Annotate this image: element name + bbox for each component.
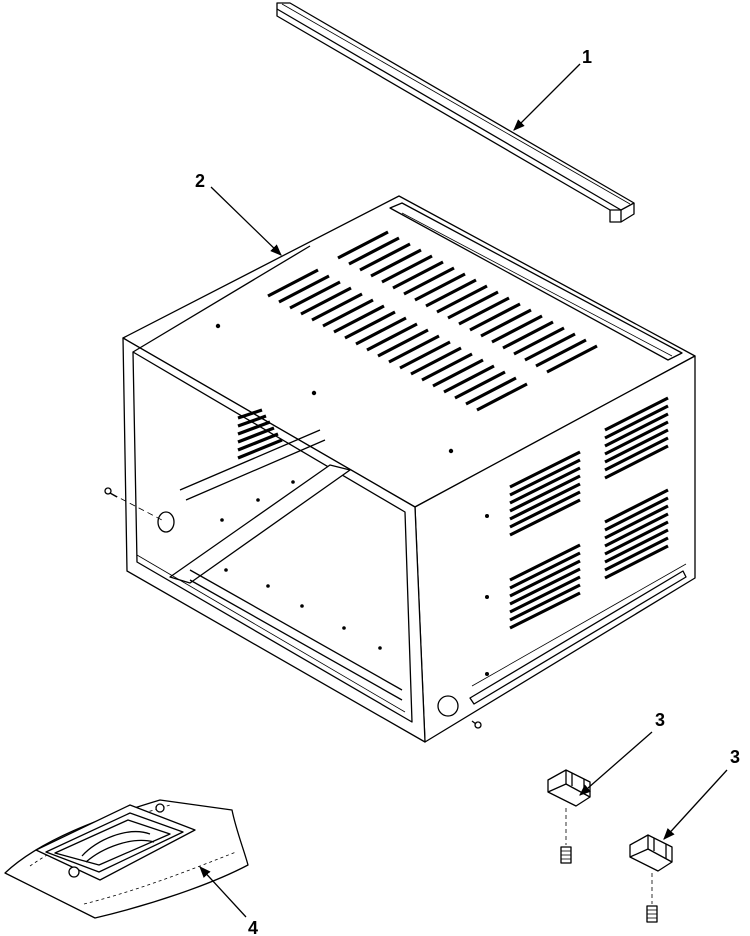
hardware-bag-part bbox=[4, 799, 249, 919]
bracket-part-a bbox=[547, 769, 591, 864]
inner-vents bbox=[237, 408, 283, 460]
cabinet-part bbox=[104, 195, 696, 743]
top-rail-part bbox=[276, 2, 635, 223]
screw-left bbox=[104, 487, 118, 498]
callout-4: 4 bbox=[248, 918, 258, 936]
callout-2: 2 bbox=[195, 171, 205, 191]
top-vents-right bbox=[337, 230, 598, 374]
bracket-part-b bbox=[629, 834, 673, 923]
side-vents-upper bbox=[509, 396, 669, 537]
leader-lines bbox=[199, 63, 728, 918]
callout-3-right: 3 bbox=[730, 747, 740, 767]
top-vents-left bbox=[267, 268, 528, 412]
callout-3-left: 3 bbox=[655, 710, 665, 730]
side-vents-lower bbox=[509, 488, 669, 630]
callout-1: 1 bbox=[582, 47, 592, 67]
screw-right bbox=[471, 720, 482, 729]
